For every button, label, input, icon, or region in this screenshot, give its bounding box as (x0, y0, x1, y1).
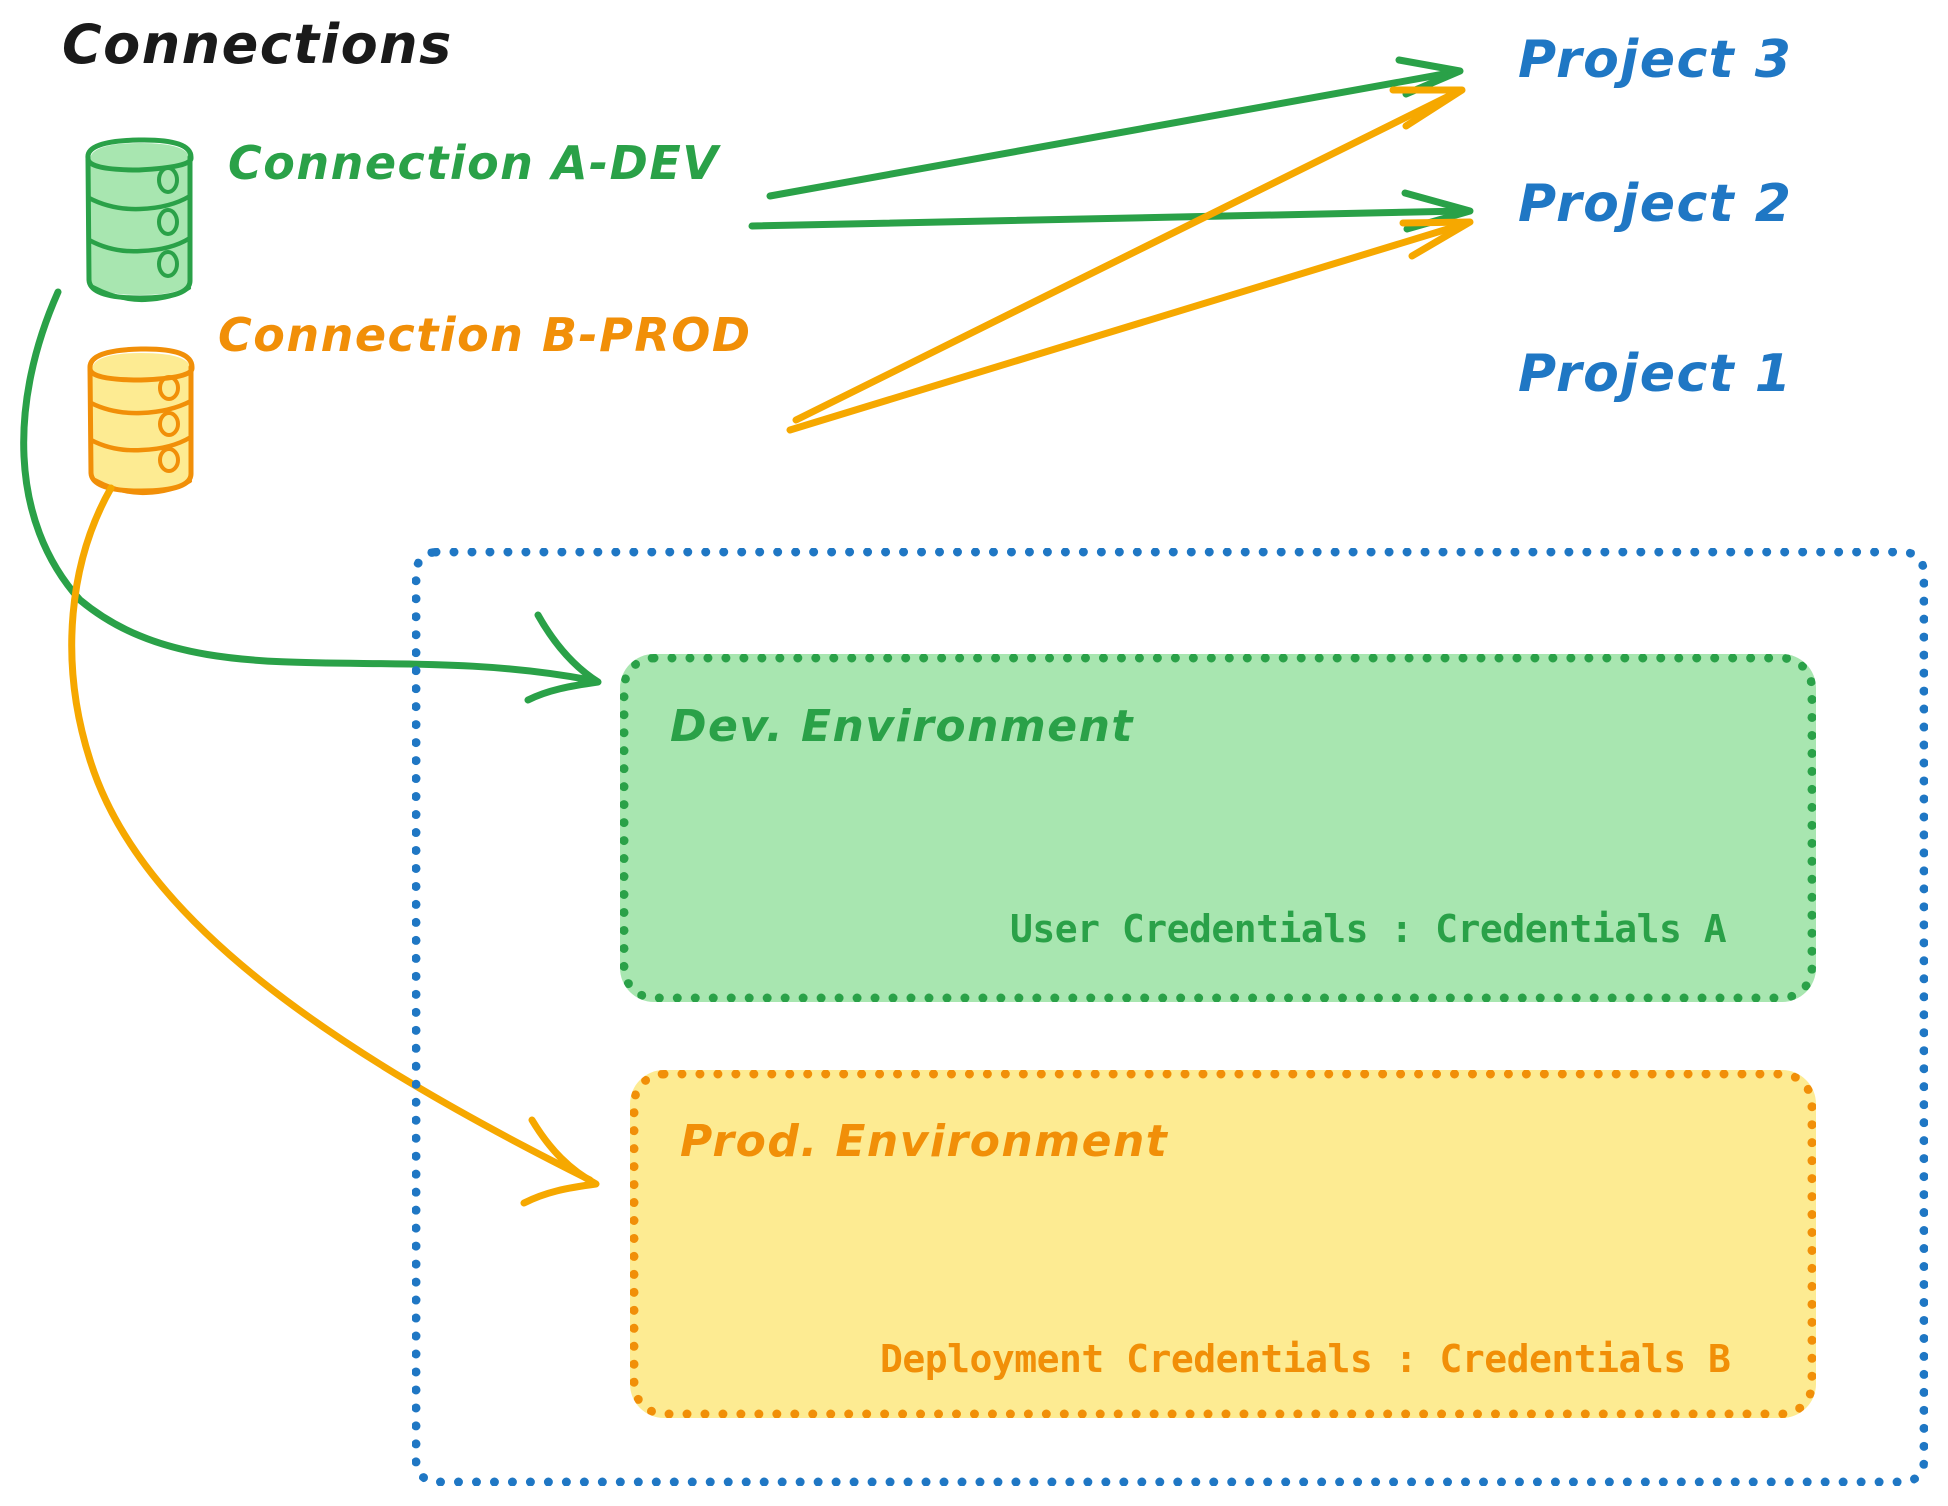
page-title: Connections (62, 13, 453, 76)
project-1-label[interactable]: Project 1 (1518, 344, 1793, 404)
arrow-conn-b-to-project2 (786, 218, 1474, 434)
connection-b-prod-label[interactable]: Connection B-PROD (218, 308, 752, 362)
connection-a-dev-label[interactable]: Connection A-DEV (228, 136, 720, 190)
arrow-conn-b-to-project3 (792, 86, 1466, 424)
dev-environment-credentials: User Credentials : Credentials A (1010, 907, 1727, 951)
arrow-conn-b-to-prod-environment (68, 484, 600, 1207)
database-cylinder-icon-green (85, 137, 194, 303)
dev-environment-title: Dev. Environment (670, 701, 1134, 752)
arrow-conn-a-to-project3 (766, 56, 1464, 200)
prod-environment-box[interactable] (630, 1070, 1816, 1418)
project-2-label[interactable]: Project 2 (1518, 174, 1793, 234)
dev-environment-box[interactable] (620, 654, 1816, 1002)
database-cylinder-icon-orange (87, 346, 195, 496)
prod-environment-title: Prod. Environment (680, 1116, 1169, 1167)
prod-environment-credentials: Deployment Credentials : Credentials B (880, 1337, 1731, 1381)
arrow-conn-a-to-project2 (748, 189, 1474, 233)
project1-boundary (412, 548, 1928, 1486)
project-3-label[interactable]: Project 3 (1518, 30, 1793, 90)
